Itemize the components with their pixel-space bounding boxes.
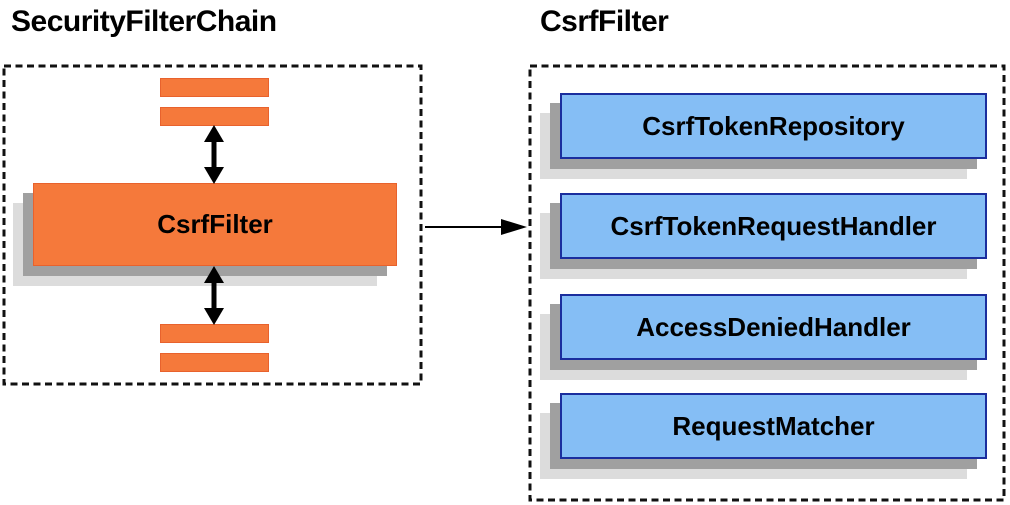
filter-placeholder-bar-top-1	[160, 78, 269, 97]
component-box-access-denied-handler: AccessDeniedHandler	[560, 294, 987, 360]
csrf-filter-box: CsrfFilter	[33, 183, 397, 266]
filter-placeholder-bar-top-2	[160, 107, 269, 126]
bidirectional-arrow-top-icon	[204, 125, 224, 184]
csrf-filter-label: CsrfFilter	[157, 209, 273, 239]
filter-placeholder-bar-bottom-1	[160, 324, 269, 343]
component-box-request-matcher: RequestMatcher	[560, 393, 987, 459]
filter-to-components-arrow-icon	[425, 219, 527, 235]
csrf-filter-panel-title: CsrfFilter	[540, 5, 669, 38]
component-label: CsrfTokenRequestHandler	[610, 210, 937, 241]
bidirectional-arrow-bottom-icon	[204, 266, 224, 325]
component-box-csrf-token-request-handler: CsrfTokenRequestHandler	[560, 193, 987, 259]
component-box-csrf-token-repository: CsrfTokenRepository	[560, 93, 987, 159]
filter-placeholder-bar-bottom-2	[160, 353, 269, 372]
security-filter-chain-title: SecurityFilterChain	[11, 5, 277, 38]
component-label: RequestMatcher	[672, 410, 875, 441]
component-label: AccessDeniedHandler	[636, 311, 911, 342]
component-label: CsrfTokenRepository	[642, 110, 905, 141]
